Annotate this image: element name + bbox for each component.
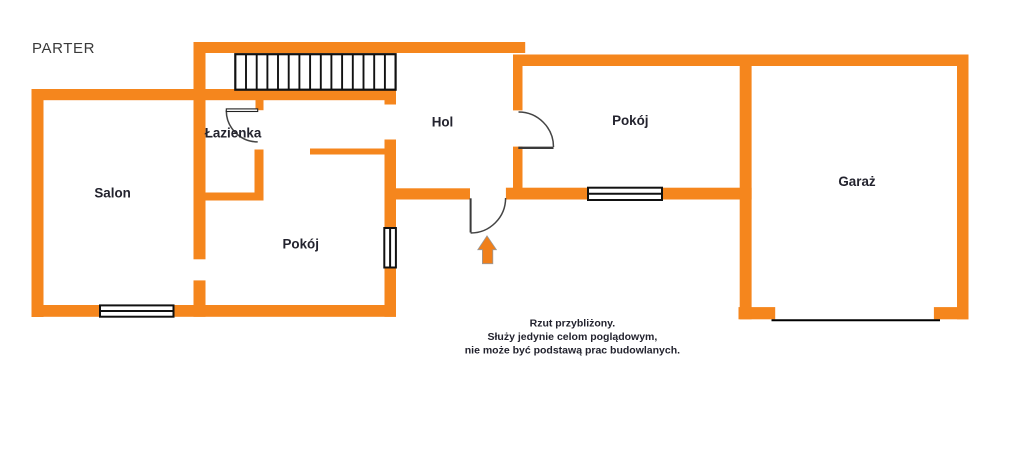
svg-text:Salon: Salon [94,186,130,201]
svg-text:nie może być podstawą prac bud: nie może być podstawą prac budowlanych. [465,345,680,357]
svg-text:Hol: Hol [432,115,454,130]
svg-text:Łazienka: Łazienka [205,126,262,141]
svg-text:PARTER: PARTER [32,40,95,57]
svg-text:Garaż: Garaż [838,174,876,189]
svg-text:Rzut przybliżony.: Rzut przybliżony. [530,318,616,330]
svg-text:Pokój: Pokój [282,237,318,252]
svg-text:Pokój: Pokój [612,113,648,128]
svg-text:Służy jedynie celom poglądowym: Służy jedynie celom poglądowym, [488,331,658,343]
